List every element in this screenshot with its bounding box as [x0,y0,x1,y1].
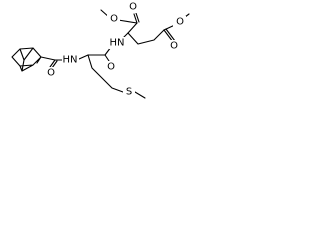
bond-network [11,9,190,99]
chemical-structure-diagram: O O O O HN HN O O S [11,1,190,99]
svg-text:S: S [126,87,132,98]
svg-text:O: O [129,2,137,13]
bond-s-methyl [134,91,146,99]
svg-text:O: O [47,68,55,79]
atom-o-ester-carbonyl-top: O [127,1,140,13]
atom-nh-top: HN [109,37,125,49]
bond-central-co-double [104,54,110,62]
bond-amide-co-double [49,59,58,69]
svg-text:O: O [110,14,118,25]
bond-glu-side-chain [127,29,165,45]
atom-o-ester-methoxy-top: O [107,13,120,25]
atom-o-central-amide: O [105,61,117,73]
bond-adamantane-carbonyl [40,56,56,61]
adamantane-cage [11,47,42,72]
svg-text:O: O [107,62,115,73]
atom-sulfur: S [123,86,135,98]
svg-text:O: O [170,41,178,52]
atom-o-ester-carbonyl-right: O [167,40,180,52]
bond-top-ester-co-double [133,12,140,24]
svg-text:HN: HN [110,38,125,49]
bond-nh-alpha-carbon [78,54,89,60]
atom-o-ester-methoxy-right: O [173,16,186,28]
atom-o-adamantane-amide: O [45,67,57,79]
atom-nh-left: HN [62,54,79,66]
bond-alpha-top-ester [127,22,138,34]
bond-top-ester-o-methoxy [117,19,138,24]
svg-text:HN: HN [63,55,78,66]
svg-text:O: O [176,17,184,28]
bond-met-side-chain [87,54,124,93]
